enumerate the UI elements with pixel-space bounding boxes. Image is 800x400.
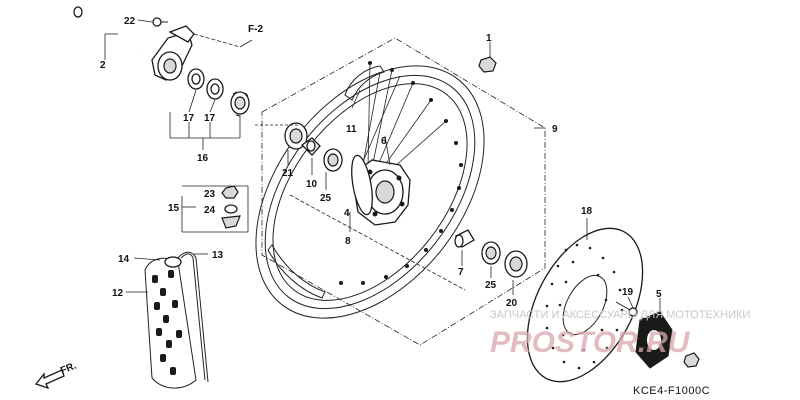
callout-19: 19: [622, 287, 634, 298]
callout-15: 15: [168, 203, 180, 214]
bearing-21: [284, 122, 308, 150]
callout-5: 5: [656, 289, 662, 300]
callout-4: 4: [344, 208, 350, 219]
axle-nut-1: [478, 56, 497, 73]
callout-7: 7: [458, 267, 464, 278]
front-axle: [73, 6, 141, 54]
callout-18: 18: [581, 206, 593, 217]
callout-1: 1: [486, 33, 492, 44]
callout-17-a: 17: [183, 113, 195, 124]
seal-25-left: [323, 148, 343, 172]
callout-25-b: 25: [485, 280, 497, 291]
assembly-outline: [261, 37, 546, 346]
front-direction-indicator: FR.: [34, 360, 78, 390]
valve-nut-24: [224, 204, 238, 214]
callout-6: 6: [381, 136, 387, 147]
callout-14: 14: [118, 254, 130, 265]
callout-10: 10: [306, 179, 318, 190]
speedometer-gearbox: [151, 25, 253, 81]
callout-labels: 1 2 4 5 6 7 8 9 10 11 12 13 14 15 16 17 …: [100, 16, 662, 309]
bolt-22: [152, 17, 168, 27]
watermark-brand: PROSTOR.RU: [490, 326, 691, 359]
reference-label: F-2: [248, 24, 263, 35]
nut-bottom: [683, 352, 700, 368]
spacer-10: [300, 137, 321, 156]
disc-cover-5: [635, 311, 673, 369]
callout-2: 2: [100, 60, 106, 71]
direction-label: FR.: [59, 360, 78, 376]
watermark: ЗАПЧАСТИ И АКСЕССУАРЫ ДЛЯ МОТОТЕХНИКИ PR…: [490, 309, 750, 359]
callout-21: 21: [282, 168, 294, 179]
bolt-19: [615, 301, 638, 317]
callout-16: 16: [197, 153, 209, 164]
callout-25-a: 25: [320, 193, 332, 204]
hub: [351, 154, 411, 226]
cross-reference: F-2: [248, 24, 263, 35]
seal-20: [504, 250, 528, 278]
callout-13: 13: [212, 250, 224, 261]
callout-9: 9: [552, 124, 558, 135]
brake-disc-18: [526, 227, 644, 383]
valve-stem: [221, 215, 241, 229]
callout-22: 22: [124, 16, 136, 27]
collar-7: [454, 229, 475, 248]
diagram-code: KCE4-F1000C: [633, 385, 710, 397]
tire-12: [144, 251, 209, 389]
callout-12: 12: [112, 288, 124, 299]
leader-lines: [104, 19, 661, 312]
callout-20: 20: [506, 298, 518, 309]
seal-17-b: [206, 78, 224, 100]
seal-17-a: [187, 68, 205, 90]
callout-11: 11: [346, 124, 357, 135]
bearing-16: [230, 91, 250, 117]
bearing-25-right: [481, 241, 501, 265]
watermark-caption: ЗАПЧАСТИ И АКСЕССУАРЫ ДЛЯ МОТОТЕХНИКИ: [490, 309, 750, 321]
callout-17-b: 17: [204, 113, 216, 124]
valve-cap-23: [221, 185, 239, 199]
callout-23: 23: [204, 189, 216, 200]
spokes: [357, 62, 447, 177]
callout-24: 24: [204, 205, 216, 216]
front-arrow-icon: [34, 369, 65, 390]
callout-8: 8: [345, 236, 351, 247]
